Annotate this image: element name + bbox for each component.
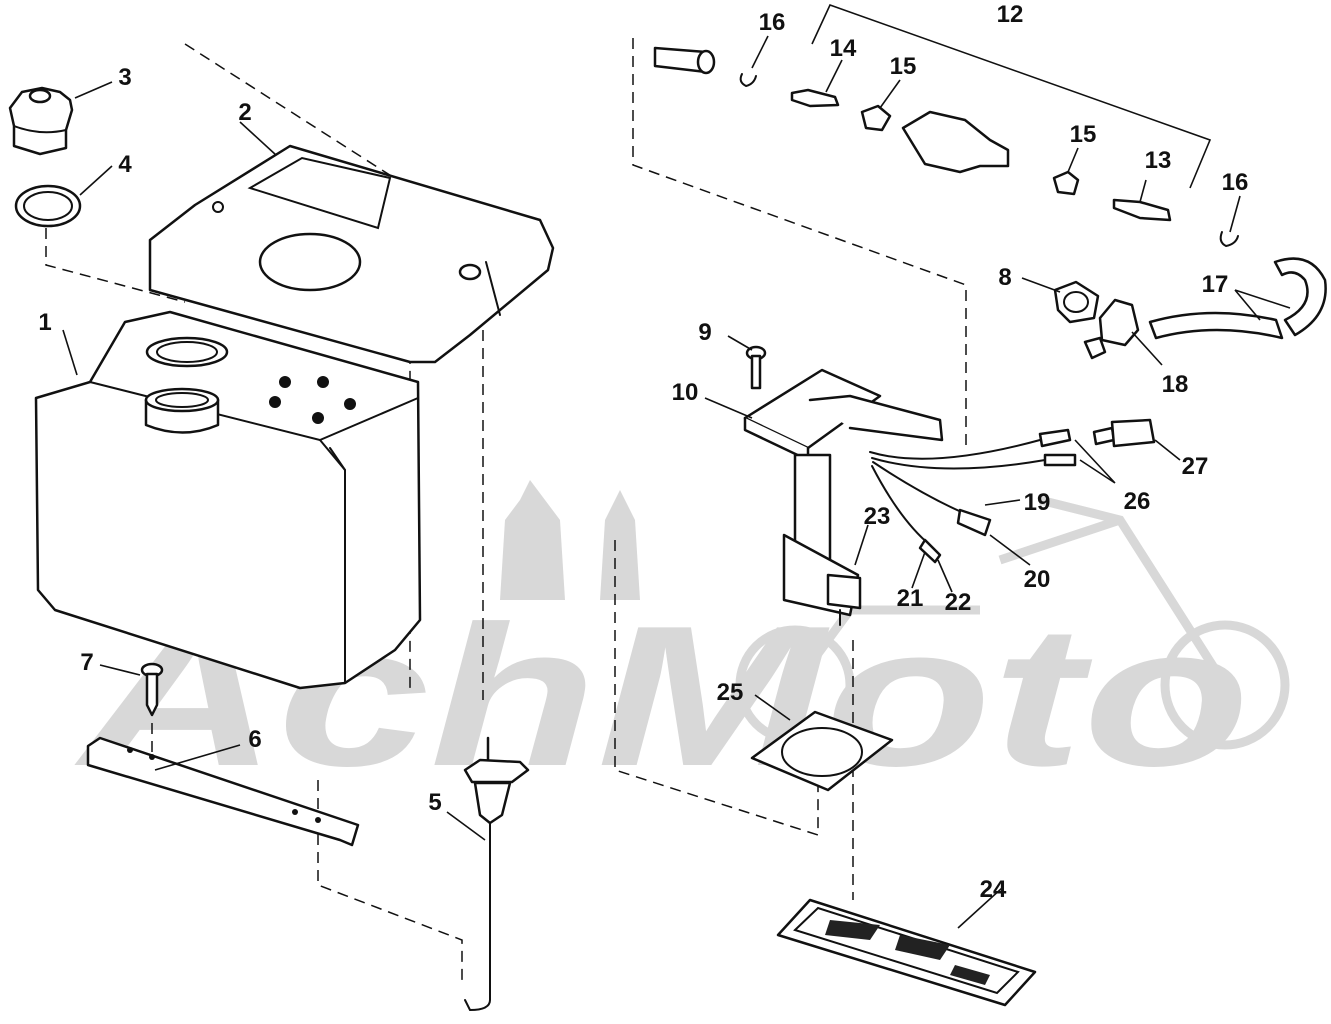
callout-16-top: 16: [759, 9, 786, 36]
callout-17: 17: [1202, 271, 1229, 298]
clip-16b: [1219, 231, 1239, 248]
callout-7: 7: [80, 649, 93, 676]
fitting-13: [1112, 198, 1172, 222]
callout-19: 19: [1024, 489, 1051, 516]
callout-2: 2: [238, 99, 251, 126]
mounting-bracket: [86, 736, 360, 847]
cap-gasket: [14, 184, 82, 228]
callout-4: 4: [118, 151, 132, 178]
callout-23: 23: [864, 503, 891, 530]
fuel-tank: [34, 310, 422, 690]
kit-bracket: [811, 4, 1212, 189]
clamp-15a: [860, 104, 892, 132]
callout-18: 18: [1162, 371, 1189, 398]
leader-lines: [62, 35, 1291, 929]
connector-18: [1083, 298, 1140, 360]
callout-20: 20: [1024, 566, 1051, 593]
wire-harness: [869, 428, 1077, 564]
fuel-pickup-assembly: [743, 368, 944, 626]
clamp-15b: [1052, 170, 1080, 196]
callout-6: 6: [248, 726, 261, 753]
fuel-gauge: [463, 736, 530, 1012]
primer-bulb: [901, 110, 1010, 174]
plate-24: [776, 898, 1037, 1007]
callout-24: 24: [980, 876, 1007, 903]
callout-15-right: 15: [1070, 121, 1097, 148]
callout-8: 8: [998, 264, 1011, 291]
callout-3: 3: [118, 64, 131, 91]
hoses-17: [1148, 257, 1327, 340]
callout-26: 26: [1124, 488, 1151, 515]
callout-22: 22: [945, 589, 972, 616]
fitting-14: [790, 88, 840, 108]
callout-10: 10: [672, 379, 699, 406]
clip-16a: [739, 73, 757, 88]
callout-14: 14: [830, 35, 857, 62]
fuel-cap: [8, 86, 74, 156]
screw-7: [140, 662, 164, 717]
callout-5: 5: [428, 789, 441, 816]
callout-13: 13: [1145, 147, 1172, 174]
callout-1: 1: [38, 309, 51, 336]
watermark-motorcycle: [735, 495, 1290, 750]
callout-9: 9: [698, 319, 711, 346]
callout-labels: 1 2 3 4 5 6 7 8 9 10 12 13 14 15 15 16 1…: [38, 1, 1248, 903]
bolt-9: [745, 345, 767, 390]
tank-cover: [148, 144, 555, 364]
callout-27: 27: [1182, 453, 1209, 480]
clamp-8: [1053, 280, 1100, 324]
callout-15-top: 15: [890, 53, 917, 80]
callout-16-right: 16: [1222, 169, 1249, 196]
callout-12: 12: [997, 1, 1024, 28]
gasket-25: [750, 710, 894, 792]
connector-27: [1092, 418, 1156, 448]
callout-21: 21: [897, 585, 924, 612]
callout-25: 25: [717, 679, 744, 706]
